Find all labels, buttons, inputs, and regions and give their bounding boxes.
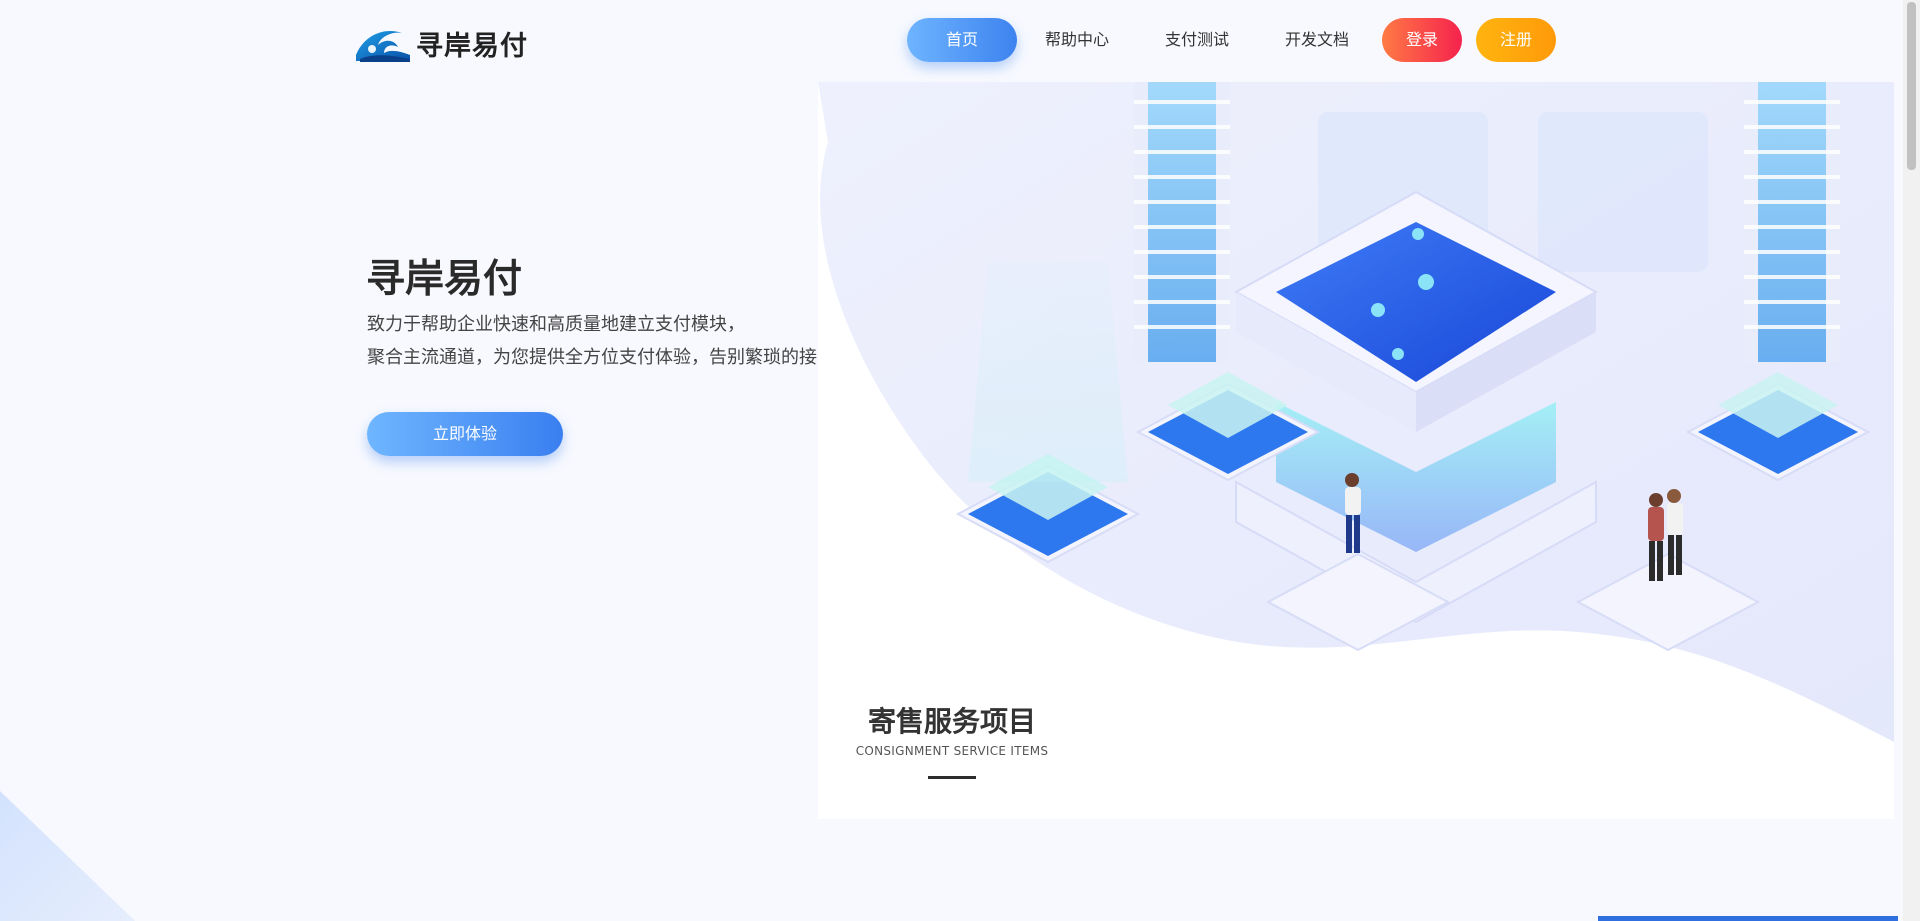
wave-logo-icon xyxy=(356,30,410,62)
section-subtitle: CONSIGNMENT SERVICE ITEMS xyxy=(855,744,1049,758)
scrollbar[interactable] xyxy=(1903,0,1920,921)
login-button[interactable]: 登录 xyxy=(1382,18,1462,62)
nav-item-help-center[interactable]: 帮助中心 xyxy=(1044,30,1109,49)
brand-name: 寻岸易付 xyxy=(416,31,528,62)
nav-item-payment-test[interactable]: 支付测试 xyxy=(1164,30,1229,49)
section-title: 寄售服务项目 xyxy=(867,705,1036,738)
hero-description-line-1: 致力于帮助企业快速和高质量地建立支付模块， xyxy=(367,314,745,335)
register-button[interactable]: 注册 xyxy=(1476,18,1556,62)
main-nav: 首页 帮助中心 支付测试 开发文档 登录 注册 xyxy=(907,18,1556,62)
scrollbar-thumb[interactable] xyxy=(1907,2,1916,170)
section-underline xyxy=(928,776,976,779)
hero-illustration xyxy=(818,82,1894,819)
person-figure xyxy=(1648,489,1683,581)
corner-decoration xyxy=(0,791,135,921)
person-figure xyxy=(1345,473,1361,553)
header: 寻岸易付 首页 帮助中心 支付测试 开发文档 登录 注册 xyxy=(0,0,1900,80)
hero-description-line-2: 聚合主流通道，为您提供全方位支付体验，告别繁琐的接入流程 xyxy=(367,347,871,368)
bottom-accent-bar xyxy=(1598,916,1898,921)
nav-item-dev-docs[interactable]: 开发文档 xyxy=(1284,30,1349,49)
hero-title: 寻岸易付 xyxy=(366,257,523,302)
logo[interactable]: 寻岸易付 xyxy=(354,24,528,63)
nav-item-home[interactable]: 首页 xyxy=(907,18,1017,62)
try-now-button[interactable]: 立即体验 xyxy=(367,412,563,456)
isometric-server-illustration xyxy=(818,82,1894,819)
